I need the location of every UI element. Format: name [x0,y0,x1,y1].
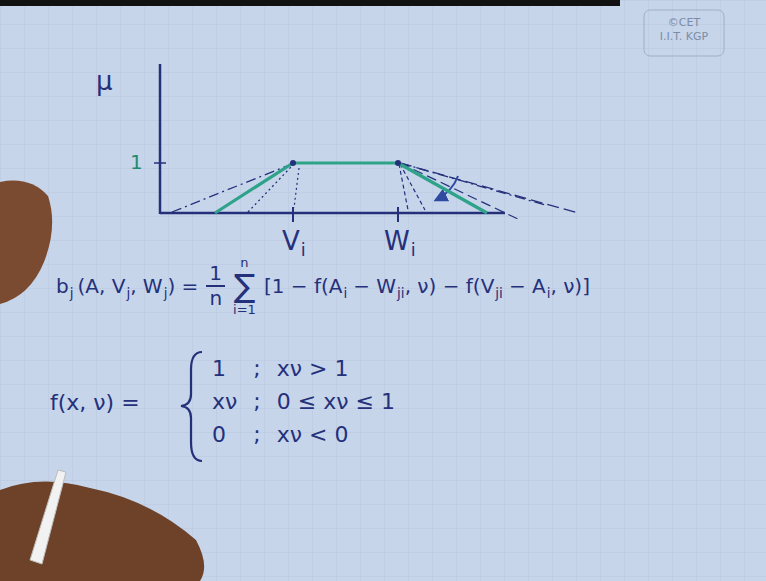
equation-text: f(x, ν) = [50,390,140,415]
sum-limit: n [240,256,248,270]
equation-text: , W [130,274,163,298]
y-axis [159,64,162,214]
axis-label-group: μ [96,66,113,96]
corner-dot [290,160,296,166]
case-cell: ; [253,389,260,414]
hand [0,481,204,581]
equation-text: − W [353,274,396,298]
tick-label: 1 [130,150,143,174]
subscript: i [301,240,306,260]
case-cell: 0 [212,422,237,447]
x-axis [160,212,505,215]
case-cell: ; [253,356,260,381]
subscript: j [70,285,74,301]
sum-limit: i=1 [233,303,256,317]
dot-slope [294,168,299,208]
watermark: ©CET [668,16,700,30]
pen [30,470,66,564]
frac-part: 1n [206,262,225,310]
tick-label-group: Wi [384,226,416,256]
hand [0,181,52,304]
watermark-frame [644,10,724,56]
axis-label: μ [96,66,113,96]
dash-slope [172,164,292,212]
subscript: i [547,285,551,301]
subscript: j [164,285,168,301]
tick [397,207,399,222]
fraction-numerator: 1 [206,262,225,287]
subscript: i [411,240,416,260]
case-cell: xν [212,389,237,414]
subscript: ji [397,285,405,301]
top-strip [0,0,620,6]
function-definition: f(x, ν) = [50,390,140,415]
cases-brace [181,352,202,461]
equation-text: ) = [167,274,198,298]
sig-part: n∑i=1 [233,256,256,317]
case-cell: xν < 0 [277,422,395,447]
equation-text: − A [509,274,546,298]
case-cell: ; [253,422,260,447]
tick [292,207,294,222]
subscript: i [343,285,347,301]
equation-text: [1 − f(A [264,274,343,298]
cases-table: 1; xν > 1 xν; 0 ≤ xν ≤ 1 0; xν < 0 [212,356,395,447]
dash-slope [400,163,520,220]
seq-part: [1 − f(Ai− Wji, ν) − f(Vji− Ai, ν)] [264,274,590,298]
equation-text: (A, V [77,274,125,298]
watermark-group: ©CETI.I.T. KGP [648,16,720,44]
fraction-denominator: n [209,287,222,310]
case-cell: 1 [212,356,237,381]
tick-label-group: Vi [282,226,306,256]
tick [154,162,166,164]
tick-label: V [282,226,300,256]
equation-text: , ν)] [550,274,590,298]
equation: bj(A, Vj, Wj) =1nn∑i=1[1 − f(Ai− Wji, ν)… [56,256,590,317]
watermark: I.I.T. KGP [660,30,708,44]
case-cell: xν > 1 [277,356,395,381]
equation-text: b [56,274,69,298]
subscript: ji [495,285,503,301]
trapezoid-curve [215,163,487,213]
equation-text: , ν) − f(V [405,274,495,298]
axis-label-group: 1 [130,150,143,174]
corner-dot [395,160,401,166]
sum-symbol: ∑ [234,270,256,304]
seq-part: bj(A, Vj, Wj) = [56,274,198,298]
subscript: j [126,285,130,301]
case-cell: 0 ≤ xν ≤ 1 [277,389,395,414]
tick-label: W [384,226,410,256]
